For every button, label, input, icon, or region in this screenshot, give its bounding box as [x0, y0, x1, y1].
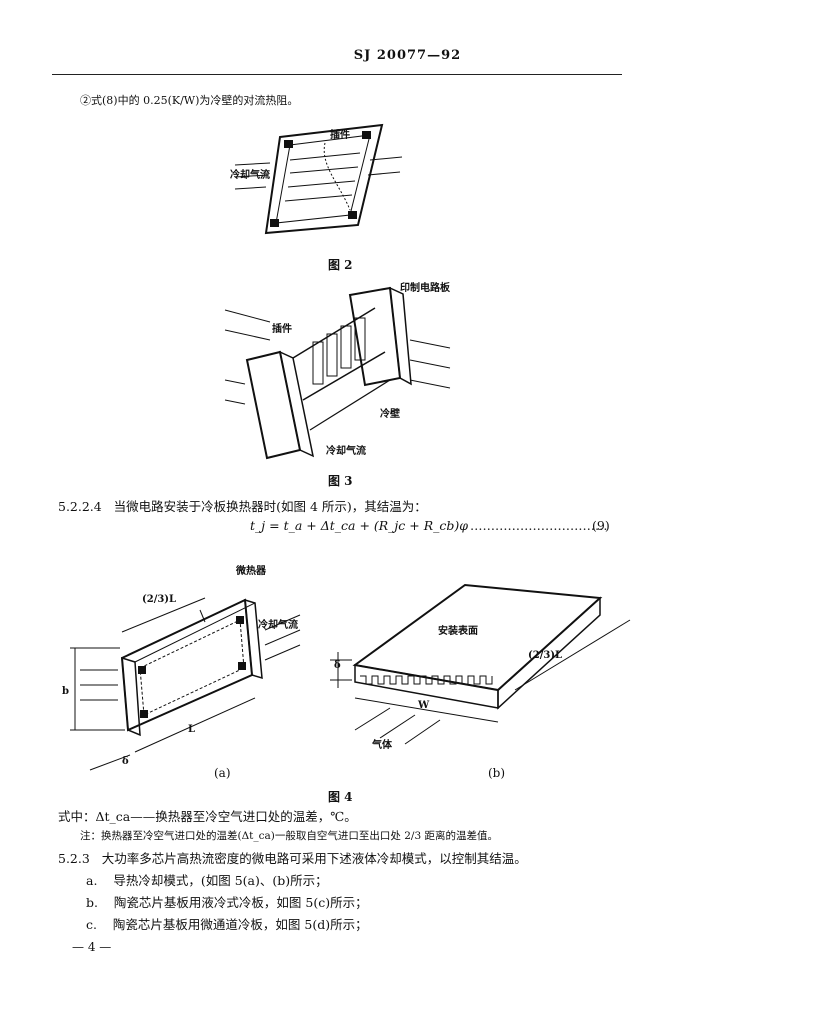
figure-4-caption: 图 4 — [328, 790, 353, 804]
fig4-label-heatsink: 微热器 — [236, 566, 266, 577]
formula-dots: …………………………… — [470, 518, 608, 533]
figure-2-caption: 图 2 — [328, 258, 353, 272]
fig4-label-gas: 气体 — [372, 740, 392, 751]
fig4-label-mount: 安装表面 — [438, 626, 478, 637]
fig4-label-delta-b: δ — [334, 660, 341, 671]
section-523: 5.2.3 大功率多芯片高热流密度的微电路可采用下述液体冷却模式，以控制其结温。 — [58, 848, 527, 867]
list-item: a. 导热冷却模式，(如图 5(a)、(b)所示； — [86, 870, 328, 889]
figure-4b-caption: (b) — [488, 766, 506, 780]
section-5224-text: 当微电路安装于冷板换热器时(如图 4 所示)，其结温为： — [113, 499, 427, 514]
fig2-label-airflow: 冷却气流 — [230, 170, 270, 181]
list-marker: c. — [86, 917, 97, 932]
figure-4a-drawing — [70, 597, 301, 771]
list-text: 陶瓷芯片基板用液冷式冷板，如图 5(c)所示； — [113, 895, 368, 910]
header-rule — [52, 74, 622, 75]
formula-9: t_j = t_a + Δt_ca + (R_jc + R_cb)φ — [250, 518, 469, 533]
fig2-label-insert: 插件 — [330, 130, 350, 141]
fig4-label-dim-b-23L: (2/3)L — [528, 650, 563, 661]
figure-2-drawing — [234, 123, 403, 235]
page-number: — 4 — — [72, 940, 112, 954]
note-small: 注：换热器至冷空气进口处的温差(Δt_ca)一般取自空气进口至出口处 2/3 距… — [80, 830, 498, 842]
document-header: SJ 20077—92 — [353, 48, 462, 63]
fig4-label-W: W — [418, 700, 430, 711]
figure-3-drawing — [224, 286, 451, 460]
list-marker: b. — [86, 895, 98, 910]
list-text: 陶瓷芯片基板用微通道冷板，如图 5(d)所示； — [112, 917, 368, 932]
fig3-label-coldwall: 冷壁 — [380, 409, 400, 420]
section-5224: 5.2.2.4 当微电路安装于冷板换热器时(如图 4 所示)，其结温为： — [58, 496, 427, 515]
fig3-label-pcb: 印制电路板 — [400, 283, 450, 294]
figure-4a-caption: (a) — [214, 766, 231, 780]
fig3-label-insert: 插件 — [272, 324, 292, 335]
list-marker: a. — [86, 873, 98, 888]
fig4-label-airflow: 冷却气流 — [258, 620, 298, 631]
fig4-label-L: L — [188, 724, 196, 735]
fig4-label-delta: δ — [122, 756, 129, 767]
list-text: 导热冷却模式，(如图 5(a)、(b)所示； — [113, 873, 328, 888]
list-item: b. 陶瓷芯片基板用液冷式冷板，如图 5(c)所示； — [86, 892, 368, 911]
section-523-number: 5.2.3 — [58, 851, 90, 866]
fig4-label-b: b — [62, 686, 69, 697]
equation-number: (9) — [592, 518, 610, 533]
note-2: ②式(8)中的 0.25(K/W)为冷壁的对流热阻。 — [80, 94, 299, 107]
figure-4b-drawing — [330, 583, 631, 745]
section-5224-number: 5.2.2.4 — [58, 499, 102, 514]
fig3-label-airflow: 冷却气流 — [326, 446, 366, 457]
where-clause: 式中：Δt_ca——换热器至冷空气进口处的温差，℃。 — [58, 809, 357, 824]
figure-3-caption: 图 3 — [328, 474, 353, 488]
list-item: c. 陶瓷芯片基板用微通道冷板，如图 5(d)所示； — [86, 914, 368, 933]
section-523-text: 大功率多芯片高热流密度的微电路可采用下述液体冷却模式，以控制其结温。 — [101, 851, 527, 866]
fig4-label-dim-23L: (2/3)L — [142, 594, 177, 605]
